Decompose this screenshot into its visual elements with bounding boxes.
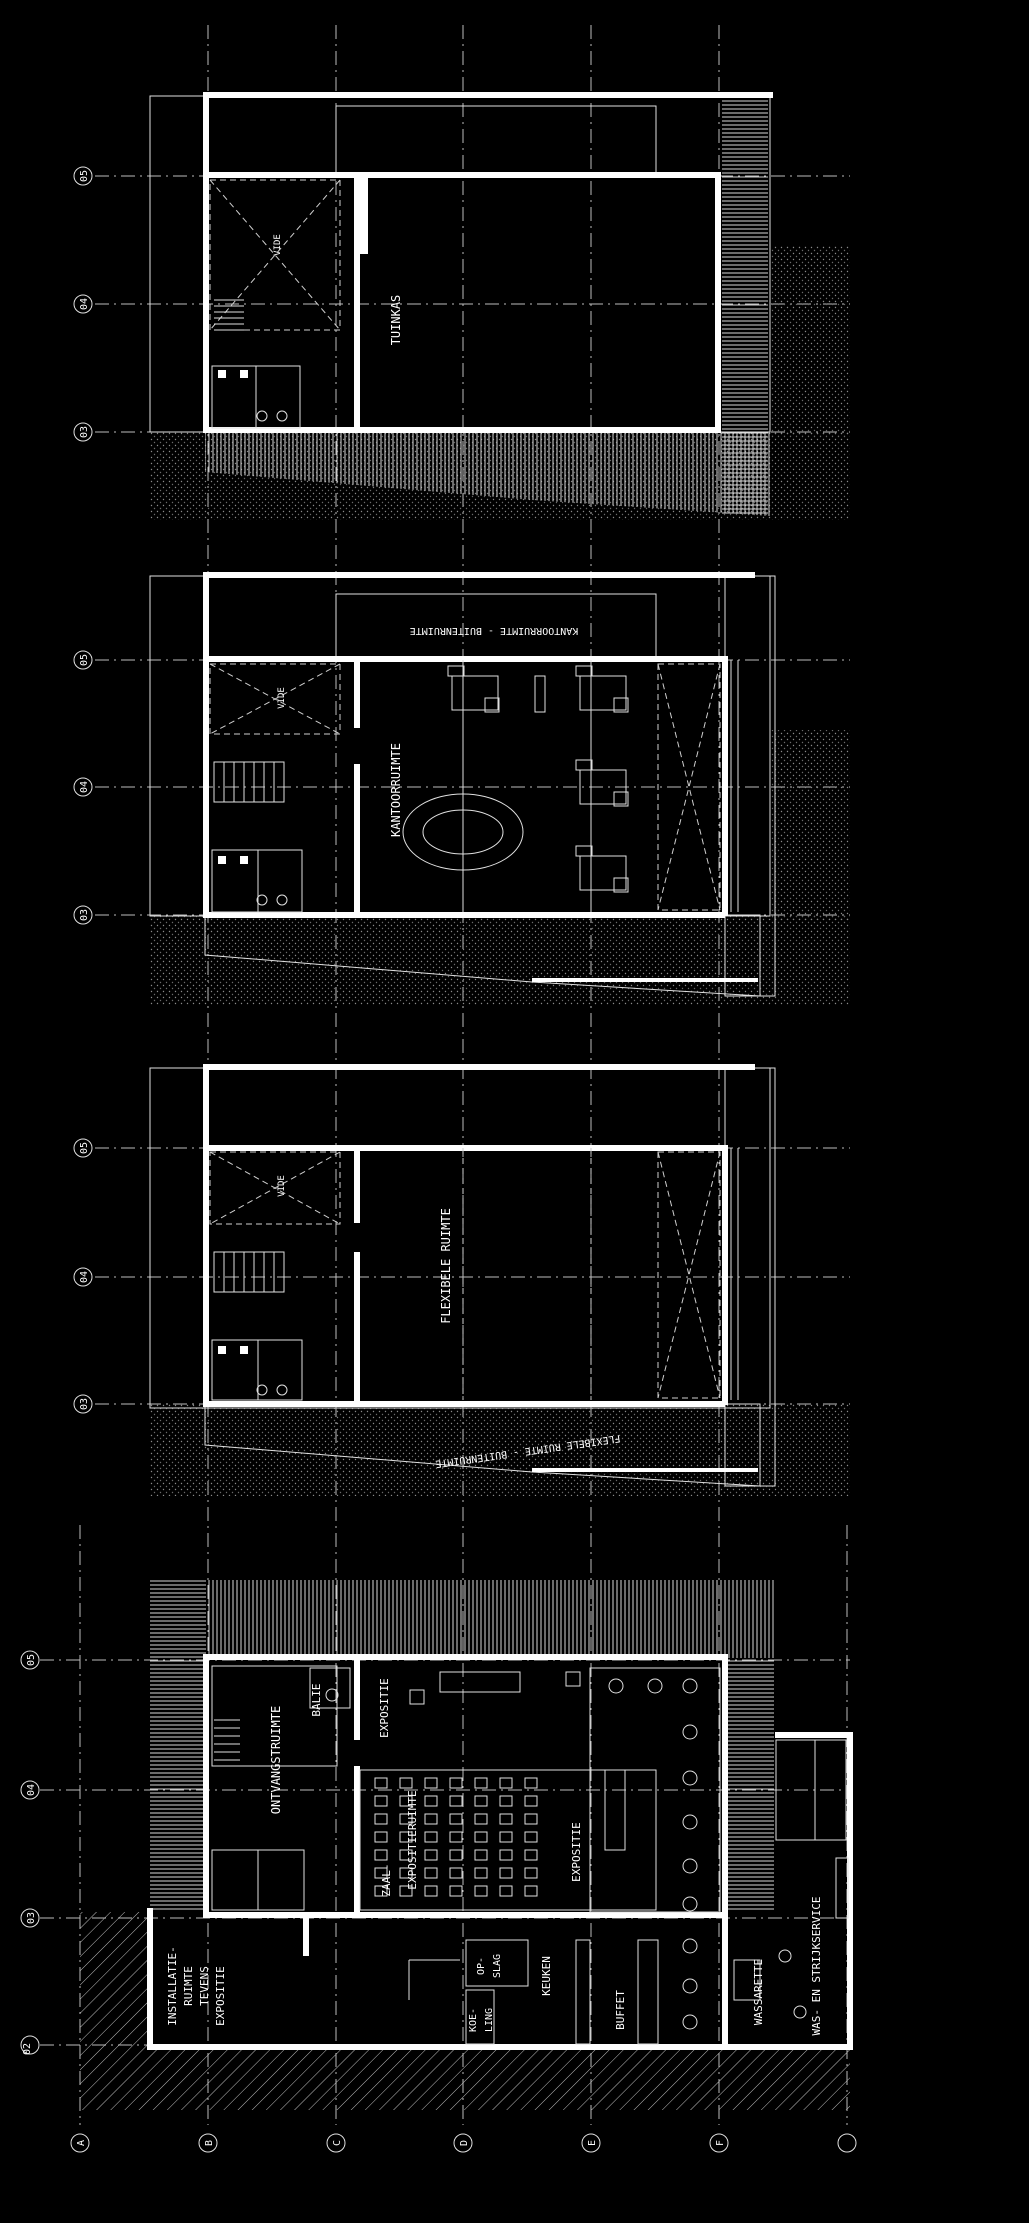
- vide-label: VIDE: [273, 234, 283, 256]
- installatie-label-line3: TEVENS: [198, 1966, 211, 2006]
- bottom-axis-bubbles: A B C D E F: [70, 2133, 857, 2153]
- svg-text:02: 02: [22, 2043, 33, 2055]
- axis-bubble-E: E: [581, 2133, 601, 2153]
- kantoorruimte-label: KANTOORRUIMTE: [389, 743, 403, 837]
- expositie-mid-label: EXPOSITIE: [570, 1822, 583, 1882]
- axis-bubble-C: C: [326, 2133, 346, 2153]
- axis-label-F: F: [715, 2140, 726, 2146]
- axis-label-B: B: [204, 2140, 215, 2146]
- svg-text:04: 04: [79, 781, 90, 793]
- strijkservice-label: WAS- EN STRIJKSERVICE: [810, 1896, 823, 2035]
- axis-bubble-04: 04: [73, 777, 93, 797]
- installatie-label-line2: RUIMTE: [182, 1966, 195, 2006]
- svg-text:03: 03: [79, 909, 90, 921]
- svg-text:05: 05: [79, 654, 90, 666]
- svg-text:05: 05: [79, 170, 90, 182]
- installatie-label-line4: EXPOSITIE: [214, 1966, 227, 2026]
- balie-label: BALIE: [310, 1683, 323, 1716]
- axis-bubble-05: 05: [20, 1650, 40, 1670]
- svg-text:03: 03: [26, 1912, 37, 1924]
- axis-bubble-G: [837, 2133, 857, 2153]
- buffet-label: BUFFET: [614, 1990, 627, 2030]
- opslag-label-line1: OP-: [476, 1957, 487, 1975]
- svg-text:04: 04: [26, 1784, 37, 1796]
- axis-bubble-03: 03: [73, 1394, 93, 1414]
- zaal-label-line1: ZAAL-: [380, 1863, 393, 1896]
- svg-text:VIDE: VIDE: [277, 1175, 287, 1197]
- axis-bubble-05: 05: [73, 650, 93, 670]
- svg-text:VIDE: VIDE: [277, 687, 287, 709]
- axis-bubble-02: 02: [20, 2035, 40, 2055]
- axis-bubble-03: 03: [73, 422, 93, 442]
- keuken-label: KEUKEN: [540, 1956, 553, 1996]
- floor-plan-level-3: 05 04 03 VIDE: [73, 572, 850, 1005]
- zaal-label-line2: EXPOSITIERUIMTE: [406, 1790, 419, 1889]
- axis-bubble-04: 04: [20, 1780, 40, 1800]
- floor-plan-ground: 05 04 03 02: [20, 1580, 853, 2110]
- floor-plan-level-2: 05 04 03 VIDE: [73, 1064, 850, 1496]
- axis-label-D: D: [459, 2140, 470, 2146]
- installatie-label-line1: INSTALLATIE-: [166, 1946, 179, 2025]
- svg-text:04: 04: [79, 1271, 90, 1283]
- opslag-label-line2: SLAG: [492, 1954, 503, 1978]
- axis-label-C: C: [332, 2140, 343, 2146]
- svg-text:03: 03: [79, 1398, 90, 1410]
- tuinkas-label: TUINKAS: [389, 295, 403, 346]
- koeling-label-line1: KOE-: [468, 2008, 479, 2032]
- axis-bubble-05: 05: [73, 1138, 93, 1158]
- svg-text:04: 04: [79, 298, 90, 310]
- koeling-label-line2: LING: [484, 2008, 495, 2032]
- flexibele-ruimte-label: FLEXIBELE RUIMTE: [439, 1208, 453, 1324]
- wassarette-label: WASSARETTE: [752, 1959, 765, 2025]
- svg-text:05: 05: [26, 1654, 37, 1666]
- axis-bubble-03: 03: [73, 905, 93, 925]
- axis-bubble-05: 05: [73, 166, 93, 186]
- axis-bubble-B: B: [198, 2133, 218, 2153]
- axis-label-E: E: [587, 2140, 598, 2146]
- axis-bubble-A: A: [70, 2133, 90, 2153]
- axis-bubble-04: 04: [73, 1267, 93, 1287]
- axis-bubble-03: 03: [20, 1908, 40, 1928]
- axis-bubble-D: D: [453, 2133, 473, 2153]
- svg-text:05: 05: [79, 1142, 90, 1154]
- expositie-top-label: EXPOSITIE: [378, 1678, 391, 1738]
- kantoor-buitenruimte-label: KANTOORRUIMTE - BUITENRUIMTE: [410, 625, 579, 636]
- svg-text:03: 03: [79, 426, 90, 438]
- ontvangstruimte-label: ONTVANGSTRUIMTE: [269, 1706, 283, 1814]
- axis-label-A: A: [76, 2140, 87, 2146]
- axis-bubble-F: F: [709, 2133, 729, 2153]
- floor-plan-level-4: 05 04 03 VIDE: [73, 92, 850, 520]
- axis-bubble-04: 04: [73, 294, 93, 314]
